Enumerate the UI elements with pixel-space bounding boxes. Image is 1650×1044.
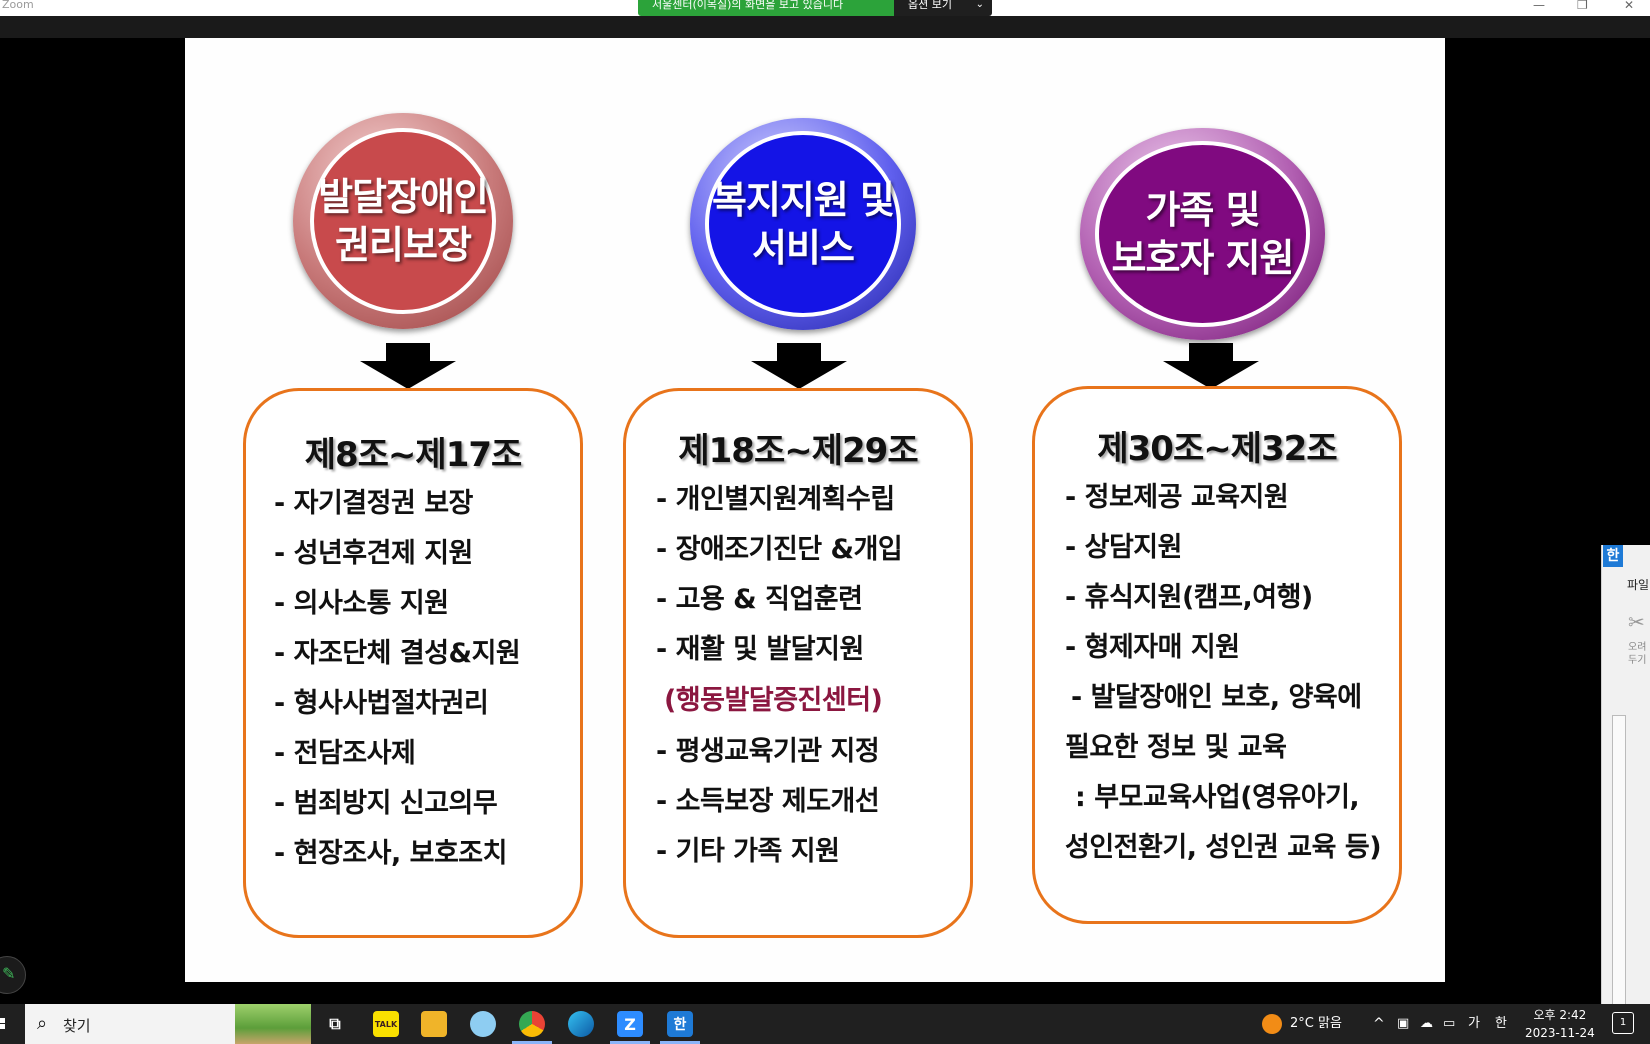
- list-item: - 정보제공 교육지원: [1065, 482, 1289, 513]
- list-item: - 개인별지원계획수립: [656, 484, 895, 515]
- list-item: - 평생교육기관 지정: [656, 736, 880, 767]
- minimize-button[interactable]: —: [1533, 0, 1545, 12]
- kakaotalk-icon[interactable]: TALK: [373, 1011, 399, 1037]
- list-item: - 전담조사제: [274, 738, 416, 769]
- edge-icon[interactable]: [568, 1011, 594, 1037]
- shared-slide: 발달장애인 권리보장 복지지원 및 서비스 가족 및 보호자 지원 제8조~제1…: [185, 38, 1445, 982]
- network-icon[interactable]: ▭: [1443, 1016, 1456, 1031]
- cut-label-2: 두기: [1628, 655, 1647, 666]
- circle-rights-label: 발달장애인 권리보장: [318, 175, 489, 267]
- article-box-family: 제30조~제32조 - 정보제공 교육지원 - 상담지원 - 휴식지원(캠프,여…: [1032, 386, 1402, 924]
- close-button[interactable]: ✕: [1624, 0, 1635, 12]
- list-item: 필요한 정보 및 교육: [1065, 732, 1287, 763]
- clock-date: 2023-11-24: [1525, 1026, 1595, 1040]
- scissors-icon[interactable]: ✂: [1628, 610, 1645, 634]
- view-options-label: 옵션 보기: [908, 0, 952, 11]
- cloud-icon[interactable]: ☁: [1420, 1016, 1433, 1031]
- zoom-title-bar: Zoom 서울센터(이목실)의 화면을 보고 있습니다 옵션 보기 ⌄ — ❐ …: [0, 0, 1650, 16]
- zoom-toolbar-strip: [0, 16, 1650, 38]
- article-box-rights: 제8조~제17조 - 자기결정권 보장 - 성년후견제 지원 - 의사소통 지원…: [243, 388, 583, 938]
- list-item: - 형제자매 지원: [1065, 632, 1240, 663]
- arrow-down-icon: [1163, 343, 1259, 389]
- vertical-ruler: [1612, 715, 1626, 1007]
- ime-hangul[interactable]: 한: [1495, 1016, 1507, 1031]
- list-item: - 고용 & 직업훈련: [656, 584, 863, 615]
- zoom-active-indicator: [610, 1041, 650, 1044]
- chrome-active-indicator: [512, 1041, 552, 1044]
- list-item: - 소득보장 제도개선: [656, 786, 880, 817]
- circle-welfare: 복지지원 및 서비스: [690, 118, 916, 330]
- arrow-down-icon: [360, 343, 456, 389]
- annotate-button[interactable]: ✎: [0, 956, 26, 994]
- view-options-button[interactable]: 옵션 보기 ⌄: [894, 0, 992, 16]
- pen-icon: ✎: [2, 964, 16, 983]
- circle-welfare-label: 복지지원 및 서비스: [711, 178, 895, 270]
- chrome-icon[interactable]: [519, 1011, 545, 1037]
- article-range-title: 제30조~제32조: [1097, 429, 1337, 469]
- list-item: - 기타 가족 지원: [656, 836, 840, 867]
- cut-label: 오려: [1628, 642, 1647, 653]
- file-menu[interactable]: 파일: [1627, 578, 1650, 592]
- list-item: - 형사사법절차권리: [274, 688, 489, 719]
- notification-icon[interactable]: 1: [1612, 1012, 1634, 1034]
- search-input[interactable]: 찾기: [63, 1017, 91, 1035]
- screen-share-banner: 서울센터(이목실)의 화면을 보고 있습니다: [638, 0, 894, 16]
- arrow-down-icon: [751, 343, 847, 389]
- system-clock[interactable]: 오후 2:42 2023-11-24: [1525, 1006, 1595, 1042]
- circle-family: 가족 및 보호자 지원: [1080, 128, 1325, 340]
- hwp-active-indicator: [660, 1041, 700, 1044]
- zoom-icon[interactable]: Z: [617, 1011, 643, 1037]
- meet-icon[interactable]: ▣: [1397, 1016, 1410, 1031]
- list-item: : 부모교육사업(영유아기,: [1075, 782, 1360, 813]
- weather-text[interactable]: 2°C 맑음: [1290, 1016, 1342, 1031]
- hwp-icon[interactable]: 한: [667, 1011, 693, 1037]
- highlighted-list-item: (행동발달증진센터): [664, 685, 883, 716]
- search-icon: ⌕: [37, 1013, 48, 1034]
- list-item: - 상담지원: [1065, 532, 1182, 563]
- circle-rights: 발달장애인 권리보장: [293, 113, 513, 329]
- list-item: - 범죄방지 신고의무: [274, 788, 498, 819]
- weather-sun-icon[interactable]: [1262, 1014, 1282, 1034]
- list-item: - 현장조사, 보호조치: [274, 838, 507, 869]
- clock-time: 오후 2:42: [1533, 1008, 1587, 1022]
- article-range-title: 제18조~제29조: [678, 431, 918, 471]
- windows-start-icon[interactable]: [0, 1018, 6, 1030]
- chevron-down-icon: ⌄: [975, 0, 984, 10]
- app-name: Zoom: [2, 0, 34, 11]
- chevron-up-icon[interactable]: ^: [1373, 1016, 1385, 1032]
- restore-button[interactable]: ❐: [1577, 0, 1588, 12]
- task-view-icon[interactable]: ⧉: [329, 1014, 341, 1033]
- article-box-welfare: 제18조~제29조 - 개인별지원계획수립 - 장애조기진단 &개입 - 고용 …: [623, 388, 973, 938]
- list-item: - 성년후견제 지원: [274, 538, 473, 569]
- list-item: - 자기결정권 보장: [274, 488, 473, 519]
- list-item: - 의사소통 지원: [274, 588, 449, 619]
- hwp-logo-icon: 한: [1603, 545, 1623, 567]
- article-range-title: 제8조~제17조: [304, 435, 523, 475]
- paint-icon[interactable]: [470, 1011, 496, 1037]
- list-item: 성인전환기, 성인권 교육 등): [1065, 832, 1382, 863]
- list-item: - 발달장애인 보호, 양육에: [1071, 682, 1362, 713]
- search-highlight-art: [235, 1004, 311, 1044]
- list-item: - 휴식지원(캠프,여행): [1065, 582, 1313, 613]
- taskbar-search[interactable]: ⌕ 찾기: [25, 1004, 311, 1044]
- list-item: - 장애조기진단 &개입: [656, 534, 903, 565]
- ime-mode[interactable]: 가: [1468, 1016, 1480, 1031]
- file-explorer-icon[interactable]: [421, 1011, 447, 1037]
- list-item: - 자조단체 결성&지원: [274, 638, 521, 669]
- circle-family-label: 가족 및 보호자 지원: [1111, 188, 1294, 280]
- list-item: - 재활 및 발달지원: [656, 634, 864, 665]
